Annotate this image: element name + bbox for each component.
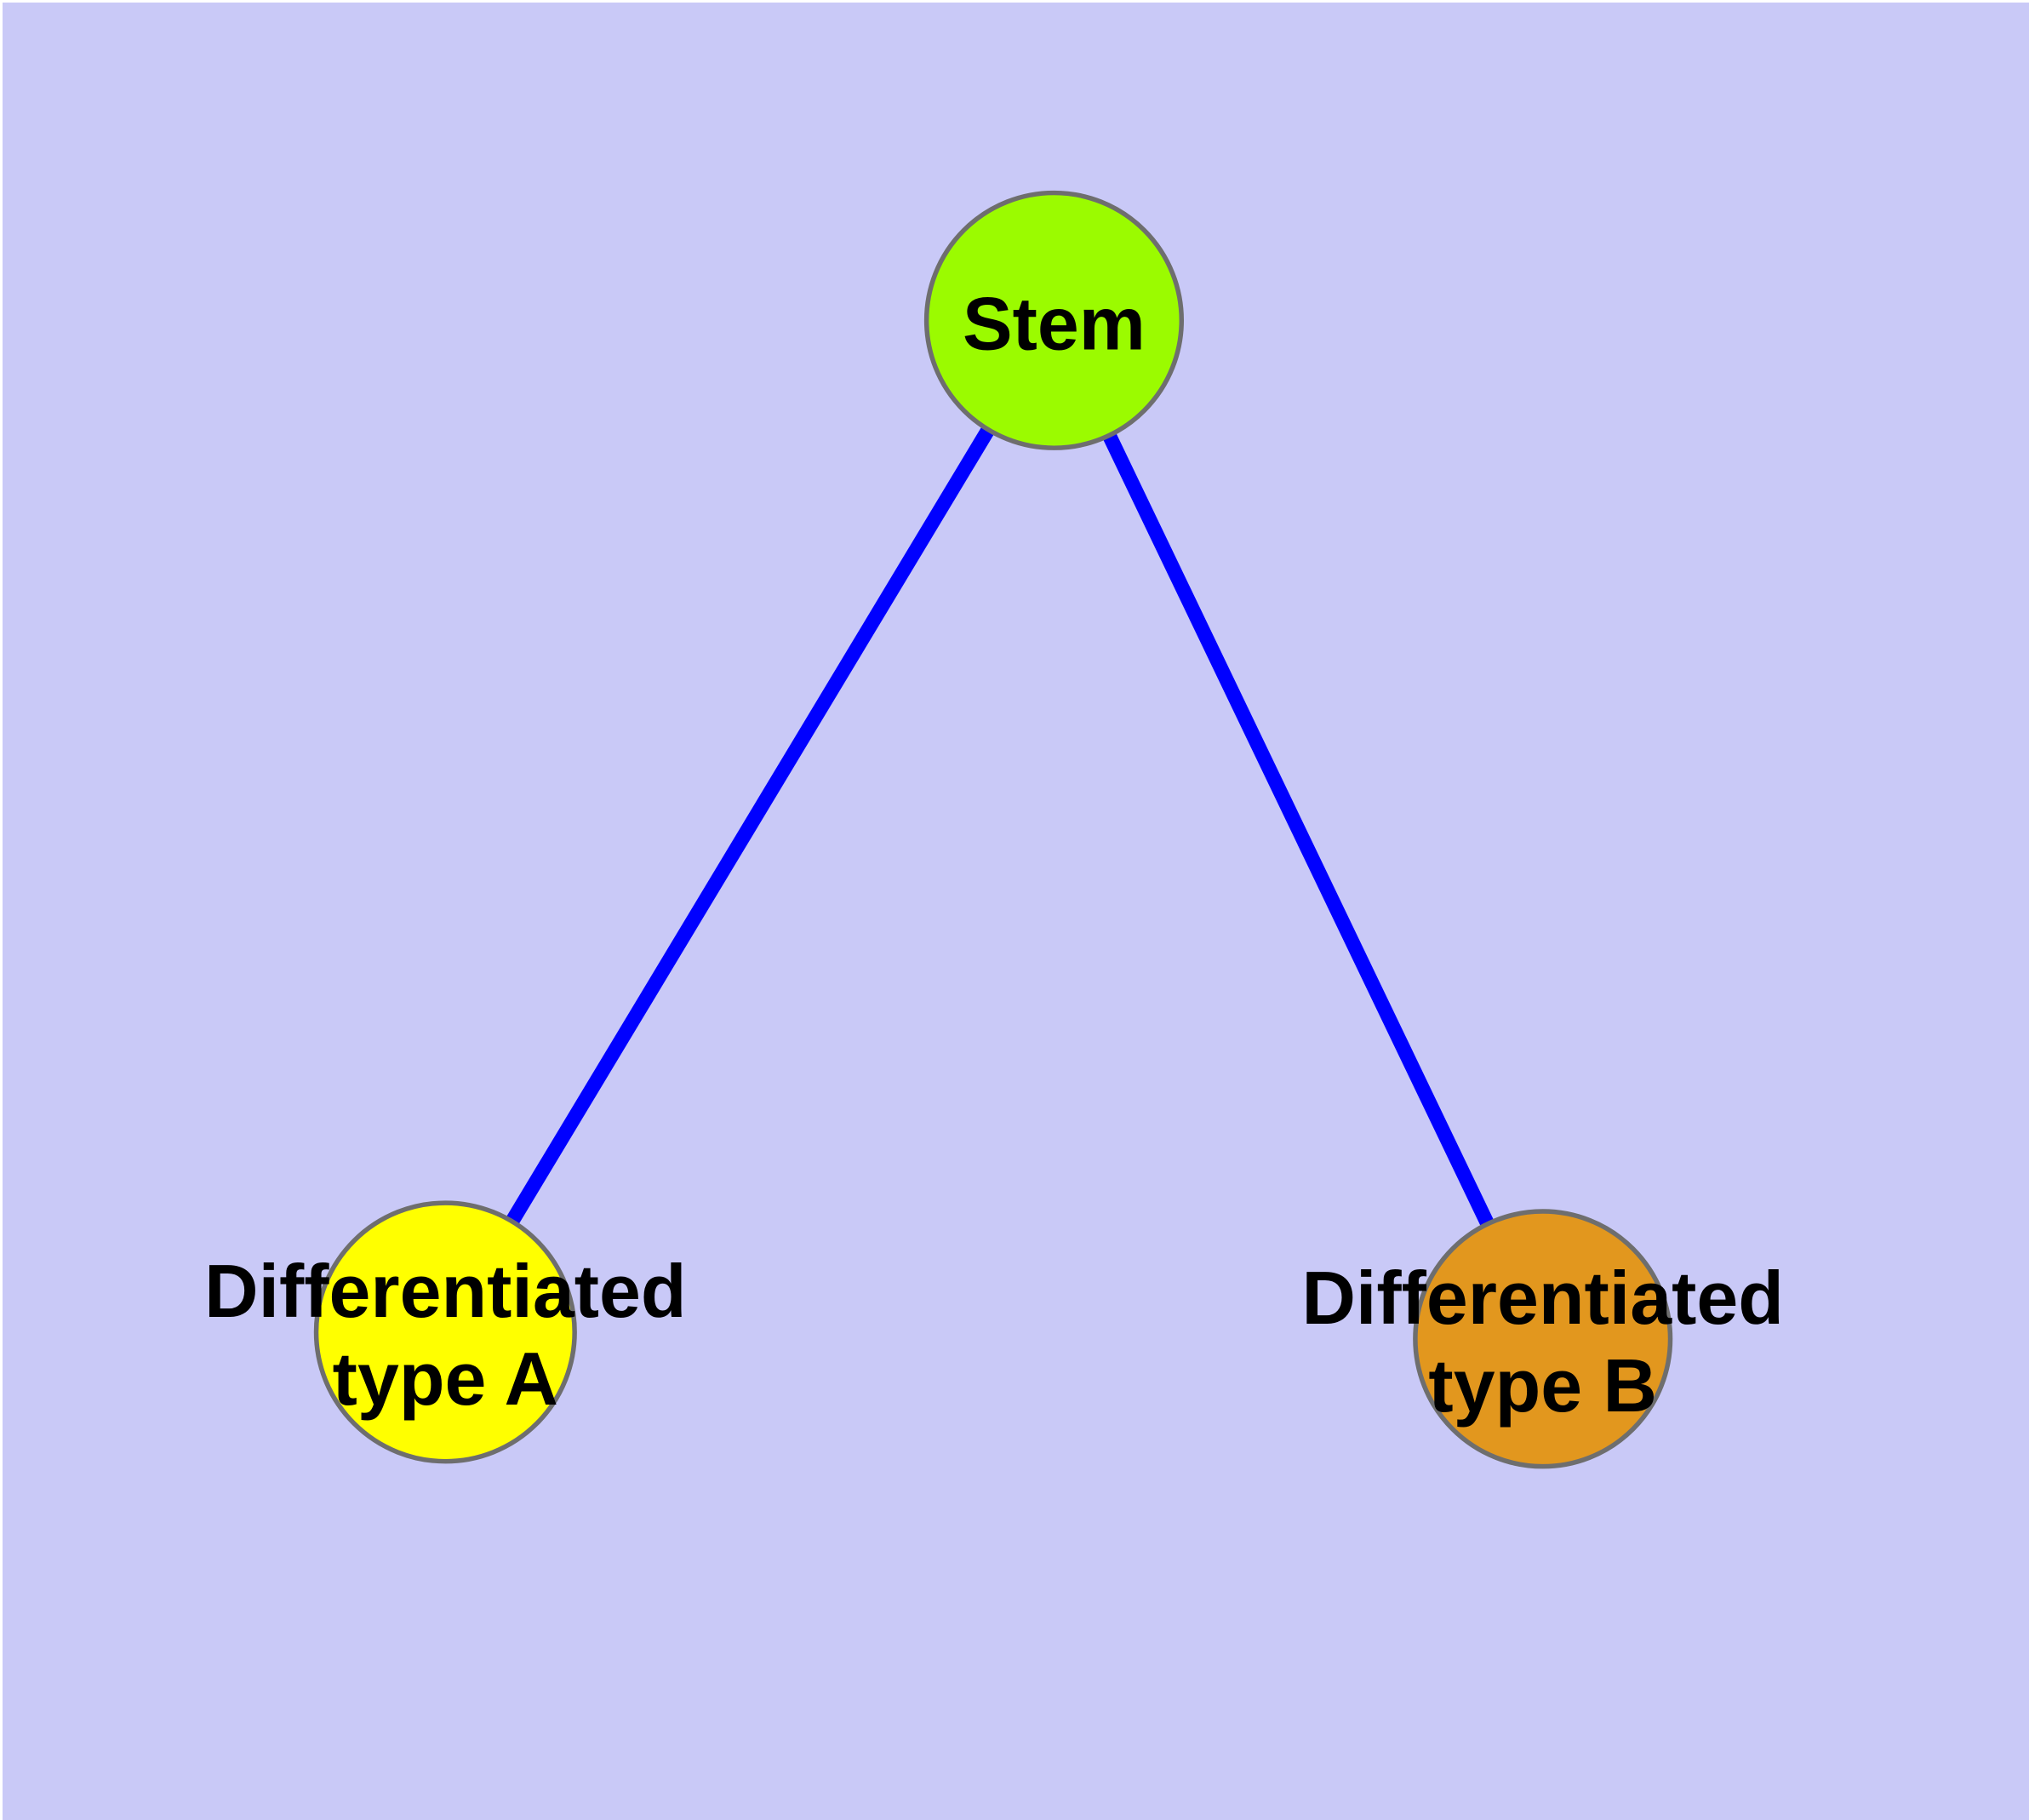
node-differentiated-type-b-label-line-1: Differentiated [1302,1256,1784,1340]
node-stem-label-line-1: Stem [963,281,1146,365]
node-differentiated-type-b [1413,1209,1673,1469]
node-stem-label: Stem [963,281,1146,365]
edge-stem-to-differentiated-type-a [439,316,1060,1336]
node-differentiated-type-a-label-line-1: Differentiated [204,1249,686,1333]
node-differentiated-type-a [313,1200,577,1464]
node-differentiated-type-a-label-line-2: type A [333,1336,558,1421]
node-stem [923,190,1185,450]
node-differentiated-type-b-label-line-2: type B [1428,1343,1657,1428]
edge-stem-to-differentiated-type-b [1047,317,1550,1342]
